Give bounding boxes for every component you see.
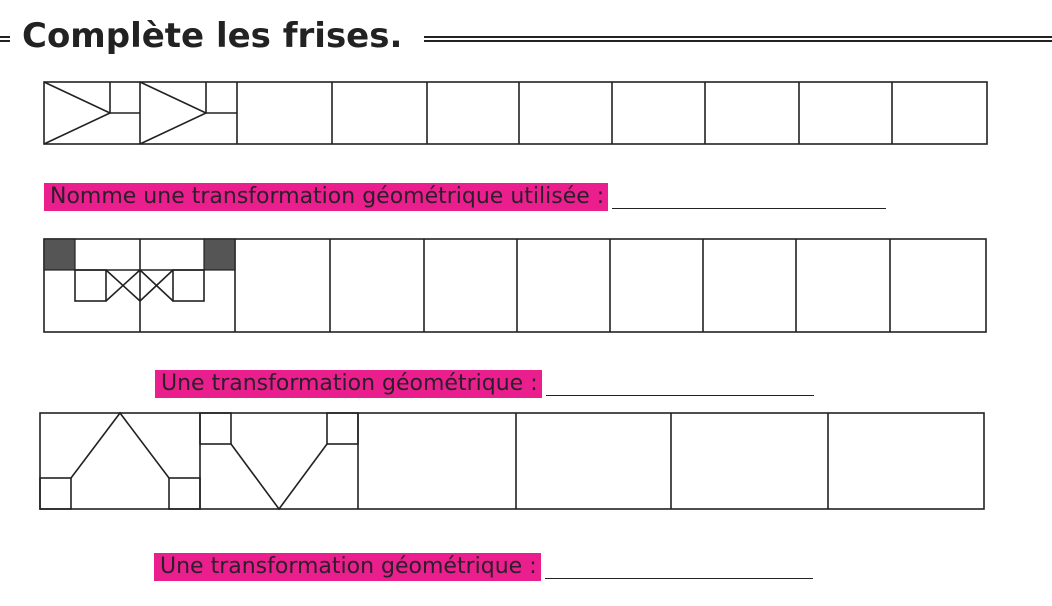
exercise-header: Complète les frises. [0,10,1052,70]
prompt-1-label: Nomme une transformation géométrique uti… [44,183,609,211]
frieze-2-shaded-square-2 [203,238,236,271]
title-bullet-icon [0,36,10,42]
frieze-1-frame [43,81,988,145]
frieze-1-motif-1 [43,81,140,145]
frieze-2-frame [43,238,987,333]
prompt-2: Une transformation géométrique : [155,370,814,398]
frieze-2-motif-1 [74,269,141,302]
frieze-2-motif-2 [139,269,205,302]
prompt-3: Une transformation géométrique : [154,553,813,581]
prompt-2-label: Une transformation géométrique : [155,370,542,398]
prompt-3-label: Une transformation géométrique : [154,553,541,581]
frieze-3-dividers [199,413,829,509]
answer-blank-2[interactable] [545,395,814,396]
answer-blank-1[interactable] [612,208,887,209]
frieze-3-frame [39,412,985,510]
frieze-3-motif-1 [39,411,201,510]
page-title: Complète les frises. [22,16,403,56]
prompt-1: Nomme une transformation géométrique uti… [44,183,887,211]
answer-blank-3[interactable] [544,578,813,579]
frieze-1-motif-2 [139,81,237,145]
frieze-2-shaded-square-1 [43,238,76,271]
title-rule [424,36,1052,42]
frieze-1-dividers [139,82,893,144]
frieze-3-motif-2 [199,412,359,511]
